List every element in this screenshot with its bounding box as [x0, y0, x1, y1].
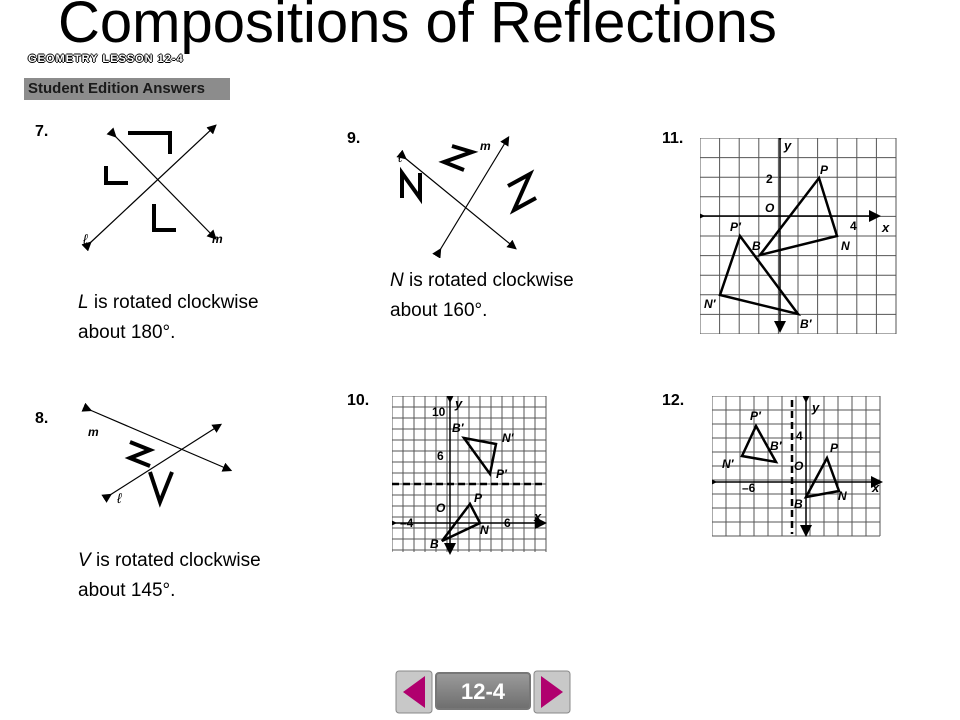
- lesson-label: GEOMETRY LESSON 12-4: [28, 53, 184, 65]
- problem-8-figure: m ℓ: [81, 402, 233, 508]
- svg-text:P′: P′: [730, 220, 742, 234]
- svg-text:N′: N′: [704, 297, 717, 311]
- svg-text:O: O: [794, 459, 804, 473]
- preimage-triangle: [803, 454, 841, 499]
- preimage-triangle: [756, 175, 839, 258]
- svg-text:N: N: [838, 489, 847, 503]
- svg-text:N′: N′: [502, 431, 515, 445]
- svg-text:4: 4: [796, 429, 803, 443]
- svg-text:y: y: [783, 138, 792, 153]
- problem-9-answer: N is rotated clockwise about 160°.: [390, 270, 574, 321]
- line-m: [432, 135, 510, 258]
- image-triangle: [718, 233, 802, 317]
- problem-12-number: 12.: [662, 392, 685, 409]
- svg-text:B: B: [794, 497, 803, 511]
- original-n: [400, 166, 422, 205]
- image-triangle: [461, 436, 498, 478]
- svg-text:P′: P′: [496, 467, 508, 481]
- svg-text:6: 6: [504, 516, 511, 530]
- label-l: ℓ: [397, 149, 403, 165]
- svg-text:x: x: [871, 480, 880, 495]
- problem-12-graph: y x 4 O –6 P B N P′ B′ N′: [712, 396, 883, 537]
- label-m: m: [88, 425, 99, 439]
- svg-text:P′: P′: [750, 409, 762, 423]
- label-m: m: [480, 139, 491, 153]
- svg-text:N: N: [841, 239, 850, 253]
- reflected-v: [124, 440, 156, 468]
- reflected-n-top: [438, 144, 479, 172]
- reflected-l-left: [104, 166, 128, 185]
- svg-text:6: 6: [437, 449, 444, 463]
- svg-text:–4: –4: [400, 516, 414, 530]
- svg-text:2: 2: [766, 172, 773, 186]
- problem-10-graph: y x 10 6 O –4 6 B′ N′ P′ P N B: [392, 396, 547, 555]
- svg-text:y: y: [454, 396, 463, 411]
- svg-text:P: P: [820, 163, 829, 177]
- previous-arrow-icon[interactable]: [395, 670, 433, 714]
- next-arrow-icon[interactable]: [533, 670, 571, 714]
- preimage-triangle: [441, 501, 482, 543]
- original-v: [148, 471, 174, 508]
- problem-7-figure: ℓ m: [81, 124, 223, 252]
- problem-7-answer: L is rotated clockwise about 180°.: [78, 292, 259, 343]
- problem-11-number: 11.: [662, 130, 684, 147]
- line-m: [106, 127, 217, 240]
- problem-8-number: 8.: [35, 410, 49, 427]
- svg-text:B′: B′: [770, 439, 783, 453]
- svg-text:B′: B′: [800, 317, 813, 331]
- svg-text:B: B: [430, 537, 439, 551]
- svg-text:N: N: [480, 523, 489, 537]
- label-l: ℓ: [82, 231, 88, 247]
- edition-banner: Student Edition Answers: [24, 78, 230, 100]
- image-triangle: [740, 423, 779, 464]
- svg-text:P: P: [830, 441, 839, 455]
- svg-text:x: x: [881, 220, 890, 235]
- svg-text:N′: N′: [722, 457, 735, 471]
- svg-text:–6: –6: [742, 481, 756, 495]
- svg-text:P: P: [474, 491, 483, 505]
- problem-8-answer: V is rotated clockwise about 145°.: [78, 550, 261, 601]
- problem-9-number: 9.: [347, 130, 361, 147]
- lesson-button[interactable]: 12-4: [435, 672, 531, 710]
- original-l: [152, 204, 176, 232]
- line-l: [101, 423, 223, 503]
- reflected-l-top: [128, 131, 172, 154]
- svg-text:B: B: [752, 239, 761, 253]
- slide-navigation: 12-4: [395, 670, 571, 714]
- problem-7-number: 7.: [35, 123, 49, 140]
- svg-text:O: O: [436, 501, 446, 515]
- svg-text:y: y: [811, 400, 820, 415]
- label-l: ℓ: [116, 490, 122, 506]
- problem-10-number: 10.: [347, 392, 370, 409]
- svg-text:x: x: [533, 509, 542, 524]
- reflected-n-right: [507, 169, 537, 215]
- problem-11-graph: y x 2 O 4 P B N P′ N′ B′: [700, 138, 897, 334]
- svg-text:4: 4: [850, 219, 857, 233]
- label-m: m: [212, 232, 223, 246]
- line-m: [81, 402, 233, 472]
- svg-text:O: O: [765, 201, 775, 215]
- svg-text:10: 10: [432, 405, 446, 419]
- svg-text:B′: B′: [452, 421, 465, 435]
- problem-9-figure: ℓ m: [396, 135, 537, 258]
- page-title: Compositions of Reflections: [58, 0, 777, 55]
